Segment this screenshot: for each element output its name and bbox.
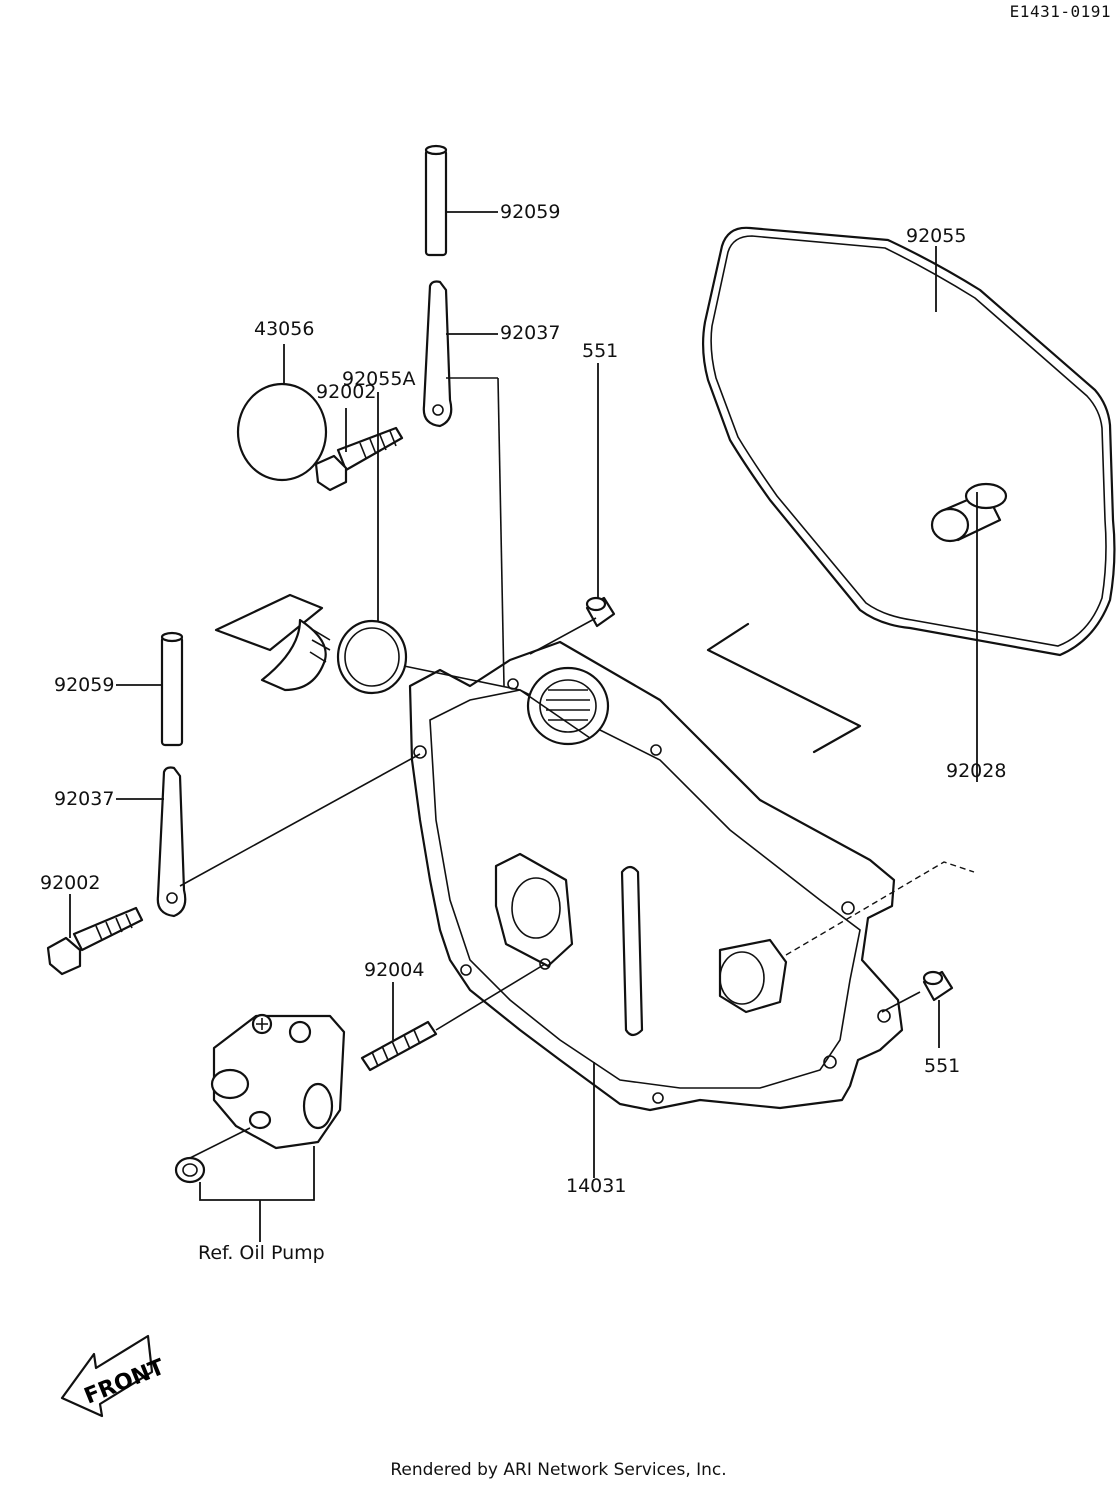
callout-92059-left[interactable]: 92059: [54, 674, 115, 696]
strap-92037-top[interactable]: [422, 280, 453, 428]
gasket-92055[interactable]: [701, 226, 1116, 657]
figure-id: E1431-0191: [1009, 2, 1111, 21]
dowel-551-top[interactable]: [585, 596, 616, 628]
callout-92055A[interactable]: 92055A: [342, 368, 416, 390]
callout-92002-top[interactable]: 92002: [316, 381, 377, 403]
callout-92059-top[interactable]: 92059: [500, 201, 561, 223]
callout-92004[interactable]: 92004: [364, 959, 425, 981]
pipe-92059-top[interactable]: [424, 144, 448, 257]
callout-92055[interactable]: 92055: [906, 225, 967, 247]
bolt-92002-top[interactable]: [314, 426, 404, 492]
oring-92055A[interactable]: [336, 619, 408, 695]
filler-cap-43056[interactable]: [214, 382, 331, 692]
indicator-line: [706, 622, 862, 754]
engine-cover-14031[interactable]: [408, 640, 904, 1112]
callout-92002-left[interactable]: 92002: [40, 872, 101, 894]
bushing-92028[interactable]: [930, 482, 1008, 543]
callout-551-top[interactable]: 551: [582, 340, 619, 362]
dowel-551-right[interactable]: [922, 970, 954, 1002]
front-direction-arrow: FRONT: [60, 1334, 168, 1418]
oil-pump-ref[interactable]: [174, 1013, 346, 1184]
callout-43056[interactable]: 43056: [254, 318, 315, 340]
callout-ref-oil-pump[interactable]: Ref. Oil Pump: [198, 1242, 325, 1264]
callout-14031[interactable]: 14031: [566, 1175, 627, 1197]
pipe-92059-left[interactable]: [160, 631, 184, 747]
callout-92037-left[interactable]: 92037: [54, 788, 115, 810]
callout-92037-top[interactable]: 92037: [500, 322, 561, 344]
stud-92004[interactable]: [360, 1020, 438, 1072]
leader-lines: [69, 211, 978, 1242]
callout-551-right[interactable]: 551: [924, 1055, 961, 1077]
credit-line: Rendered by ARI Network Services, Inc.: [390, 1460, 727, 1480]
callout-92028[interactable]: 92028: [946, 760, 1007, 782]
strap-92037-left[interactable]: [156, 766, 187, 918]
bolt-92002-left[interactable]: [46, 906, 144, 976]
